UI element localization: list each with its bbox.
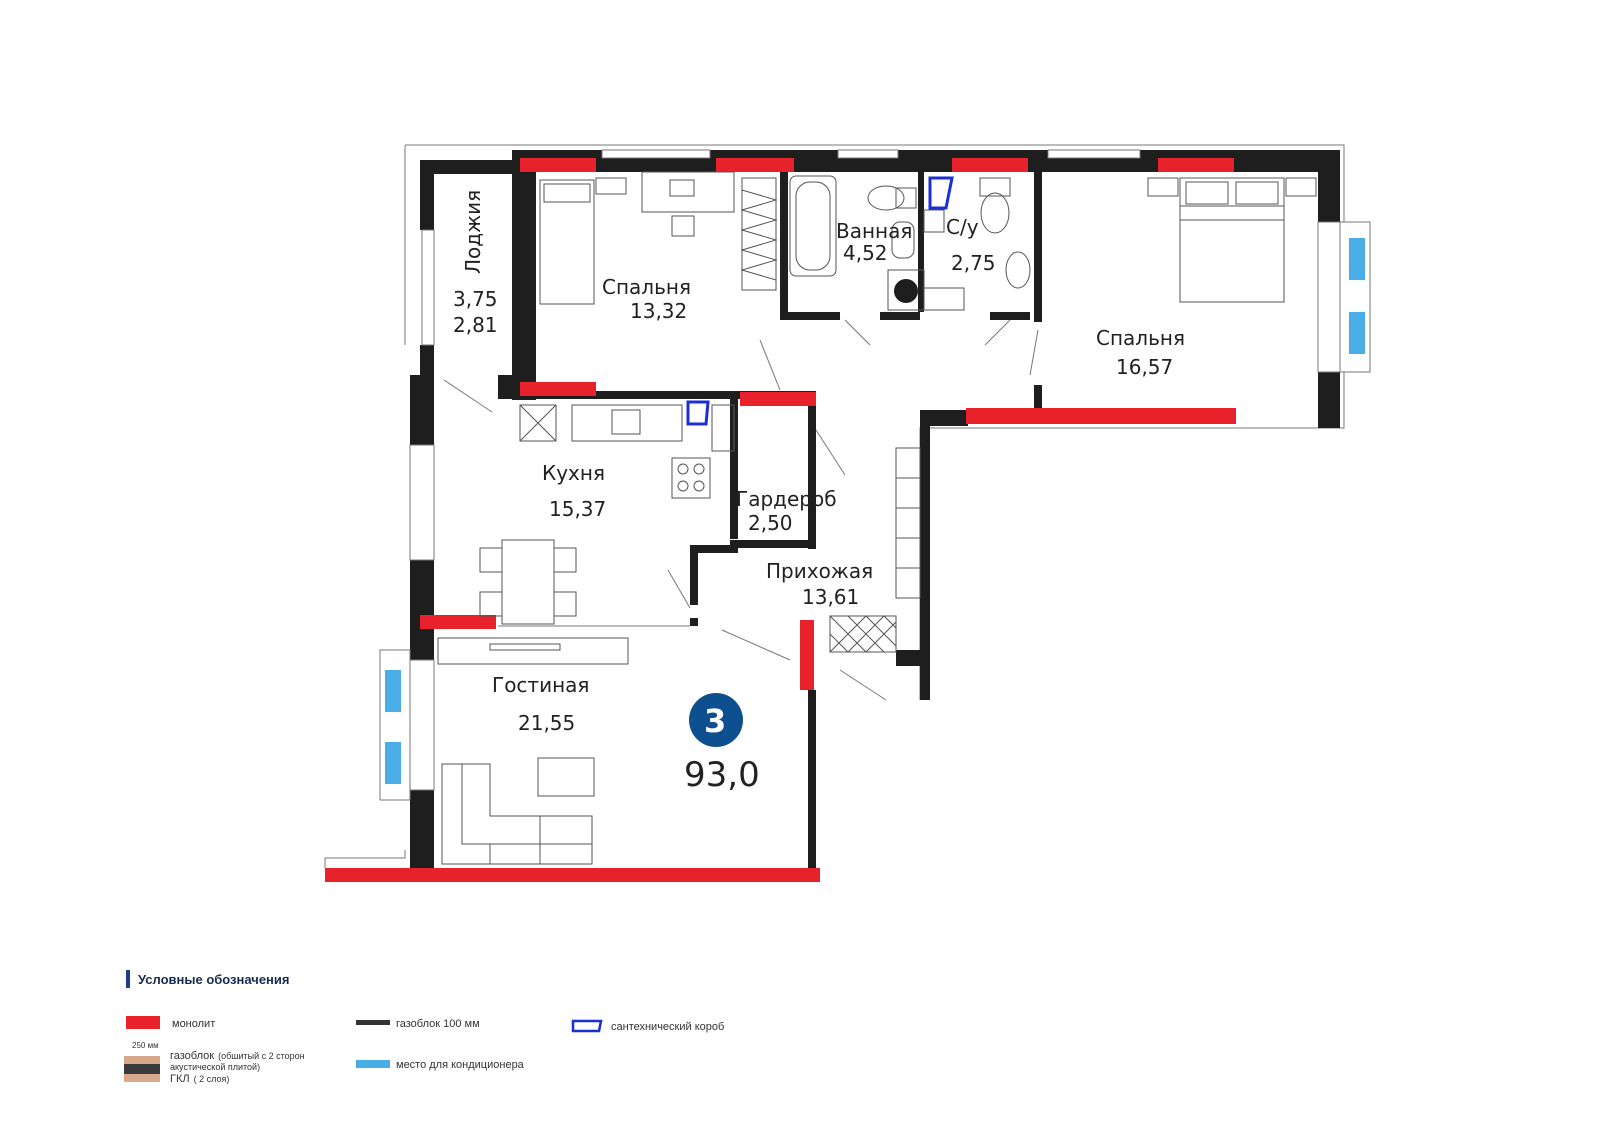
hallway-area: 13,61 <box>802 585 859 609</box>
furniture <box>437 171 1317 865</box>
bedroom1-name: Спальня <box>602 275 691 299</box>
legend-clad-1b: (обшитый с 2 сторон <box>218 1051 305 1061</box>
legend-ac-swatch <box>356 1060 390 1068</box>
bathroom-area: 4,52 <box>843 241 888 265</box>
legend-gkl-line: ГКЛ ( 2 слоя) <box>170 1073 229 1085</box>
kitchen-area: 15,37 <box>549 497 606 521</box>
ac-places <box>385 238 1365 784</box>
legend-clad-1: газоблок <box>170 1050 214 1062</box>
legend-gkl-note: ( 2 слоя) <box>194 1074 230 1084</box>
bedroom2-name: Спальня <box>1096 326 1185 350</box>
bedroom1-area: 13,32 <box>630 299 687 323</box>
loggia-area-b: 2,81 <box>453 313 498 337</box>
hallway-name: Прихожая <box>766 559 873 583</box>
kitchen-name: Кухня <box>542 461 605 485</box>
rooms-count: 3 <box>704 702 726 740</box>
legend-accent-bar <box>126 970 130 988</box>
legend-monolith: монолит <box>172 1018 215 1030</box>
rooms-count-circle <box>689 693 743 747</box>
legend-clad-mm: 250 мм <box>132 1041 159 1050</box>
walls <box>410 150 1340 870</box>
loggia-name: Лоджия <box>461 190 485 274</box>
legend-gkl: ГКЛ <box>170 1073 190 1085</box>
monolith-walls <box>325 158 1236 882</box>
legend-clad-swatch-top <box>124 1056 160 1064</box>
legend-clad-line1: газоблок (обшитый с 2 сторон <box>170 1050 305 1062</box>
wardrobe-area: 2,50 <box>748 511 793 535</box>
sanitary-boxes <box>686 176 954 426</box>
bedroom2-area: 16,57 <box>1116 355 1173 379</box>
legend-sanbox-swatch <box>571 1019 603 1033</box>
total-area: 93,0 <box>684 755 760 795</box>
bathroom-name: Ванная <box>836 219 912 243</box>
legend-gasblock100: газоблок 100 мм <box>396 1018 480 1030</box>
loggia-area-a: 3,75 <box>453 287 498 311</box>
legend-clad-swatch-bot <box>124 1074 160 1082</box>
legend-title: Условные обозначения <box>138 972 289 987</box>
legend-clad-2: акустической плитой) <box>170 1062 260 1072</box>
living-name: Гостиная <box>492 673 589 697</box>
legend-sanbox: сантехнический короб <box>611 1021 724 1033</box>
legend-ac: место для кондиционера <box>396 1059 525 1071</box>
apartment-badge: 3 93,0 <box>684 693 760 795</box>
wc-area: 2,75 <box>951 251 996 275</box>
legend-clad-swatch-mid <box>124 1064 160 1074</box>
legend: Условные обозначения монолит газоблок 10… <box>124 970 724 1085</box>
wc-name: С/у <box>946 215 979 239</box>
legend-monolith-swatch <box>126 1016 160 1029</box>
legend-gasblock-swatch <box>356 1020 390 1025</box>
room-labels: Лоджия 3,75 2,81 Спальня 13,32 Ванная 4,… <box>453 190 1185 735</box>
living-area: 21,55 <box>518 711 575 735</box>
wardrobe-name: Гардероб <box>736 487 837 511</box>
